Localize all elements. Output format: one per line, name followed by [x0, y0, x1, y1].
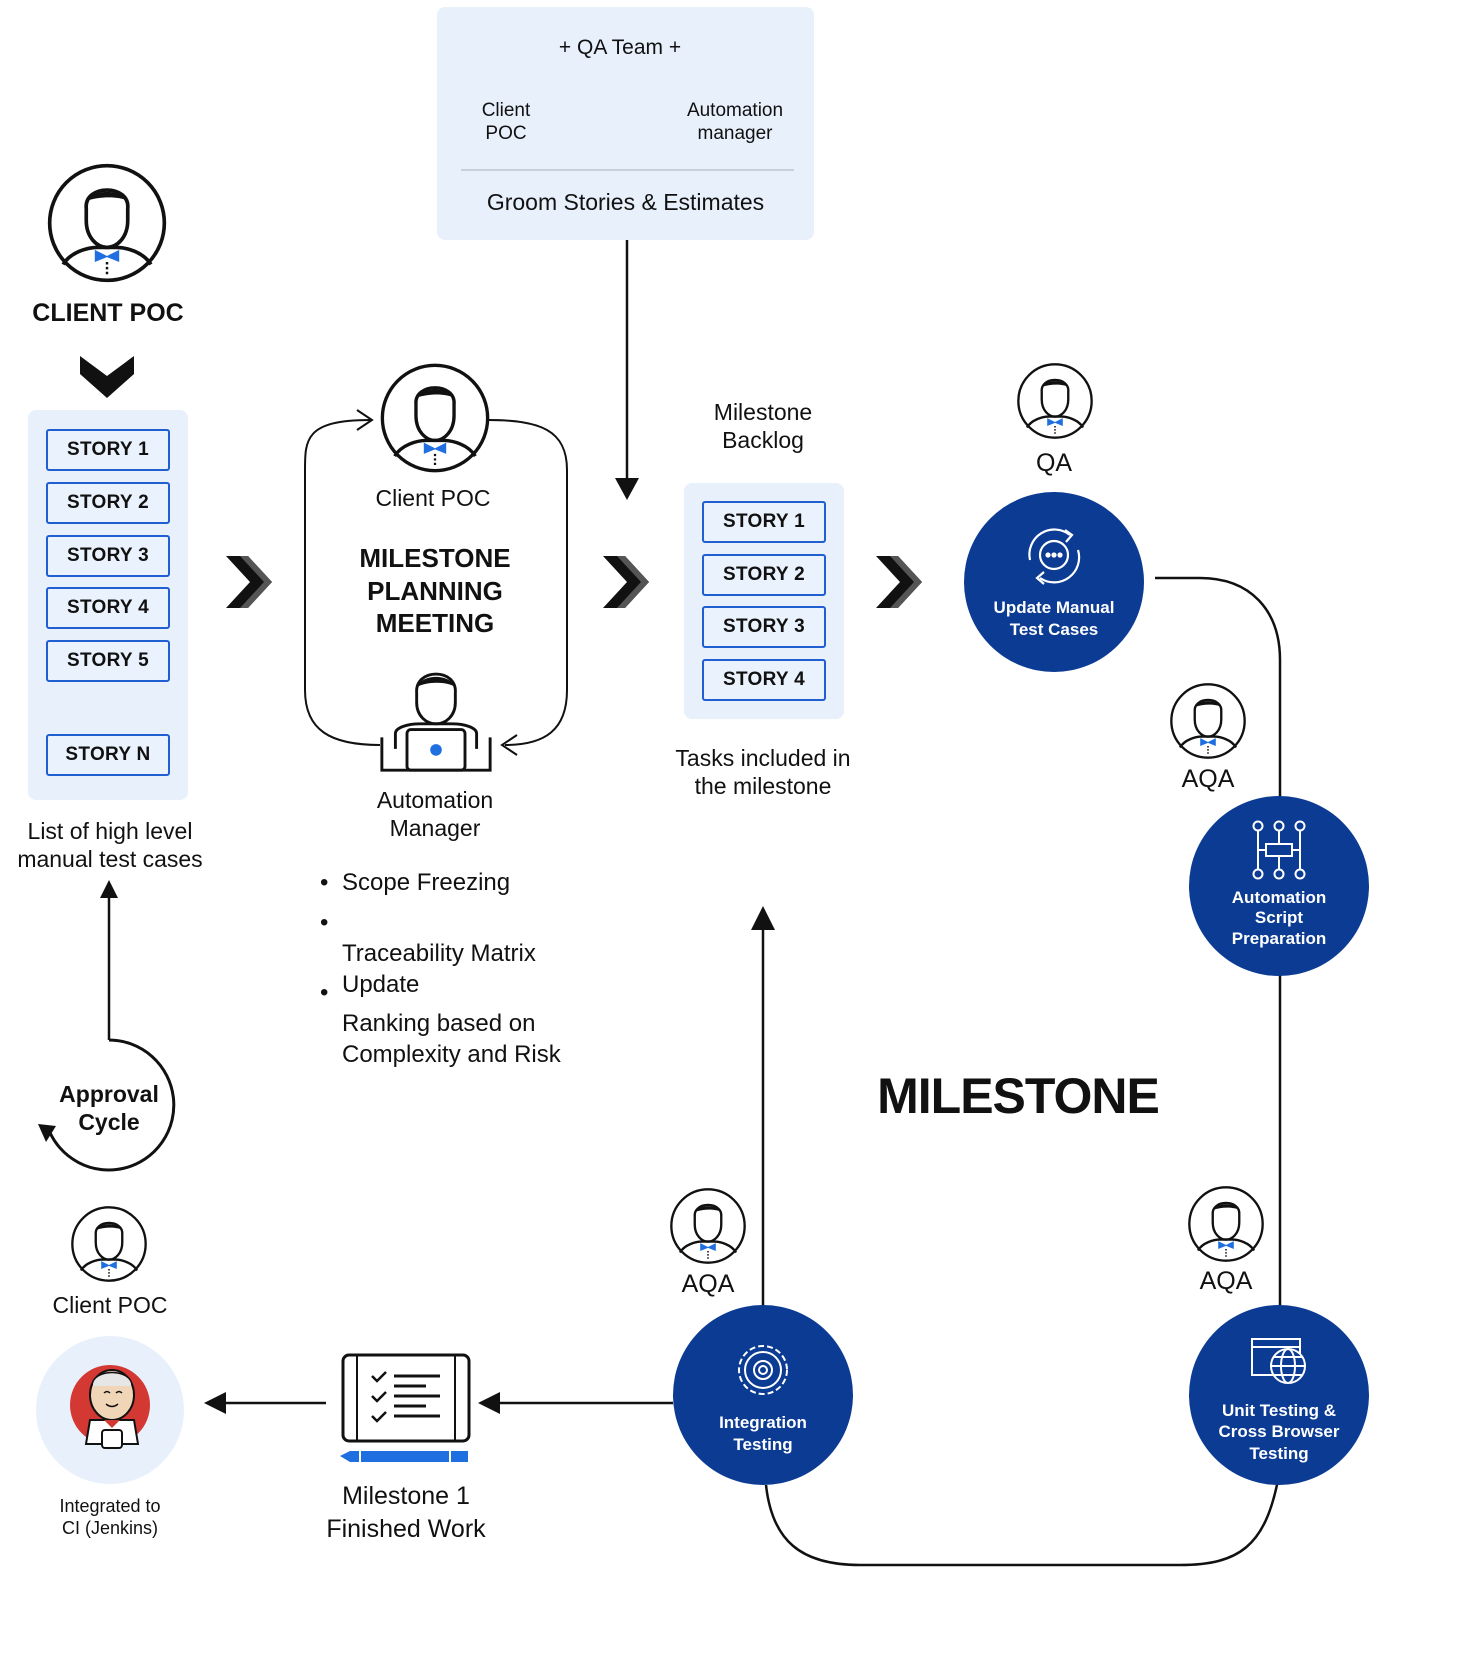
aqa-avatar — [1170, 683, 1246, 759]
unit-testing-circle — [1189, 1305, 1369, 1485]
client-poc-avatar — [47, 163, 167, 283]
groom-caption: Groom Stories & Estimates — [486, 189, 765, 215]
aqa-role-label: AQA — [1199, 1267, 1253, 1295]
planning-bullet: • Traceability Matrix Update — [320, 907, 536, 1001]
automation-manager-icon — [380, 672, 492, 772]
finished-work-label: Milestone 1 Finished Work — [326, 1482, 486, 1543]
integration-testing-label: Integration Testing — [719, 1413, 807, 1455]
bullet-text: Scope Freezing — [342, 869, 511, 896]
bullet-dot: • — [320, 869, 329, 896]
planning-loop-left — [304, 419, 381, 746]
top-automation-manager-label: Automation manager — [686, 100, 784, 145]
backlog-story-item: STORY 4 — [702, 659, 826, 701]
browser-globe-icon — [1251, 1338, 1306, 1384]
groom-arrowhead — [615, 478, 639, 500]
milestone-title: MILESTONE — [877, 1068, 1160, 1124]
client-poc-heading: CLIENT POC — [32, 299, 184, 327]
planning-title: MILESTONE PLANNING MEETING — [359, 543, 511, 638]
to-jenkins-arrowhead — [204, 1392, 226, 1414]
backlog-heading: Milestone Backlog — [713, 399, 813, 454]
groom-divider — [461, 169, 794, 171]
approval-up-arrowhead — [100, 880, 118, 898]
approval-cycle-label: Approval Cycle — [59, 1081, 159, 1136]
jenkins-logo-icon — [36, 1336, 184, 1484]
bullet-text: Ranking based on Complexity and Risk — [342, 1010, 561, 1069]
bullet-text: Traceability Matrix Update — [342, 940, 536, 999]
chevron-right-icon — [876, 556, 922, 608]
backlog-story-item: STORY 1 — [702, 501, 826, 543]
approval-arrowhead — [38, 1124, 56, 1142]
groom-panel — [437, 7, 814, 240]
bullet-dot: • — [320, 909, 329, 936]
to-finished-arrowhead — [478, 1392, 500, 1414]
chevron-down-icon — [80, 356, 134, 398]
aqa-avatar — [670, 1188, 746, 1264]
client-poc-avatar — [380, 363, 490, 473]
planning-bullet: • Scope Freezing — [320, 867, 511, 898]
planning-manager-label: Automation Manager — [376, 787, 494, 842]
planning-loop-right-head — [500, 734, 518, 756]
finished-checklist-icon — [340, 1353, 471, 1462]
client-poc-avatar — [71, 1206, 147, 1282]
story-item: STORY N — [46, 734, 170, 776]
aqa-role-label: AQA — [681, 1270, 735, 1298]
story-list-caption: List of high level manual test cases — [17, 818, 203, 873]
bullet-dot: • — [320, 979, 329, 1006]
integration-up-arrowhead — [751, 906, 775, 930]
chevron-right-icon — [603, 556, 649, 608]
story-item: STORY 3 — [46, 535, 170, 577]
jenkins-caption: Integrated to CI (Jenkins) — [59, 1496, 161, 1538]
client-poc-bottom-label: Client POC — [52, 1292, 168, 1318]
story-item: STORY 2 — [46, 482, 170, 524]
flow-nodes-icon — [1252, 820, 1306, 880]
qa-avatar — [1017, 363, 1093, 439]
top-client-poc-label: Client POC — [481, 100, 531, 145]
story-item: STORY 1 — [46, 429, 170, 471]
aqa-role-label: AQA — [1181, 765, 1235, 793]
planning-client-poc-label: Client POC — [375, 485, 491, 511]
chevron-right-icon — [226, 556, 272, 608]
story-item: STORY 4 — [46, 587, 170, 629]
backlog-story-item: STORY 3 — [702, 606, 826, 648]
planning-loop-right — [487, 419, 568, 746]
aqa-avatar — [1188, 1186, 1264, 1262]
update-manual-label: Update Manual Test Cases — [993, 598, 1115, 640]
gear-icon — [738, 1345, 788, 1395]
loop-top-right — [1155, 576, 1282, 800]
approval-cycle-arc — [46, 1038, 176, 1172]
qa-role-label: QA — [1035, 449, 1073, 477]
planning-bullet: • Ranking based on Complexity and Risk — [320, 977, 561, 1071]
unit-testing-label: Unit Testing & Cross Browser Testing — [1218, 1401, 1340, 1463]
backlog-caption: Tasks included in the milestone — [675, 745, 851, 800]
story-item: STORY 5 — [46, 640, 170, 682]
automation-script-circle — [1189, 796, 1369, 976]
backlog-story-item: STORY 2 — [702, 554, 826, 596]
loop-bottom — [764, 1479, 1280, 1567]
automation-script-label: Automation Script Preparation — [1231, 888, 1327, 948]
qa-team-label: + QA Team + — [558, 36, 682, 59]
planning-loop-left-head — [356, 409, 374, 431]
refresh-cycle-icon — [1028, 528, 1081, 585]
